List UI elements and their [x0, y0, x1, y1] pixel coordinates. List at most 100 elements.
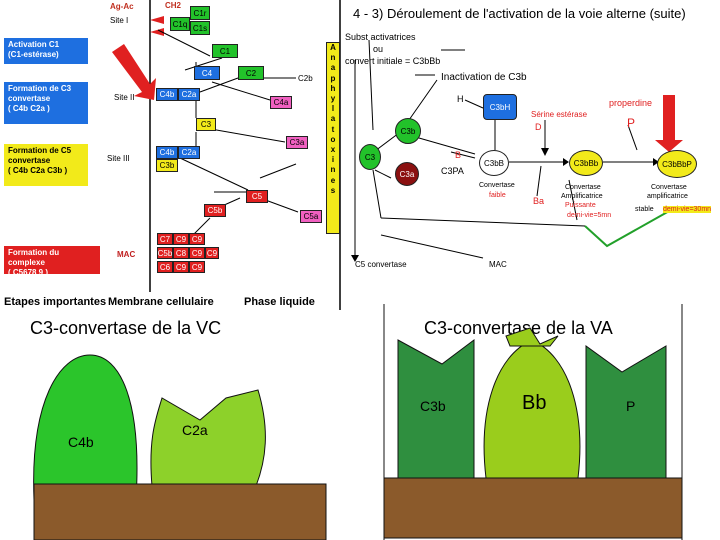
p-label-va: P — [626, 398, 636, 414]
mac-c7: C7 — [157, 233, 173, 245]
mac-c9-1: C9 — [173, 233, 189, 245]
mac-label: MAC — [117, 250, 136, 259]
letter: x — [330, 145, 336, 155]
c5a-box: C5a — [300, 210, 322, 223]
c4-box: C4 — [194, 66, 220, 80]
conv-ampli2: Amplificatrice — [561, 193, 603, 200]
mac-c9-3: C9 — [189, 247, 205, 259]
stage-formation-complexe: Formation du complexe ( C5678 9 ) — [4, 246, 100, 277]
stage-formation-c3-text: Formation de C3 convertase ( C4b C2a ) — [8, 84, 72, 113]
anaphylatoxines-column: A n a p h y l a t o x i n e s — [326, 42, 340, 234]
inactivation-label: Inactivation de C3b — [441, 72, 527, 83]
c2a-box-site3: C2a — [178, 146, 200, 159]
letter: a — [330, 114, 336, 124]
red-arrow-icon — [655, 95, 683, 152]
panel-vc-title: C3-convertase de la VC — [30, 318, 222, 338]
alternative-pathway-arrows — [351, 39, 683, 262]
stable1: Convertase — [651, 184, 687, 191]
c4b-box-site2: C4b — [156, 88, 178, 101]
classical-pathway-diagram: Activation C1 (C1-estérase) Formation de… — [0, 0, 345, 310]
c3pa-label: C3PA — [441, 166, 464, 176]
membrane-rect-va — [383, 477, 683, 539]
c4b-label: C4b — [68, 434, 94, 450]
c2a-box-site2: C2a — [178, 88, 200, 101]
red-arrow-icon — [112, 44, 156, 100]
c2a-label: C2a — [182, 422, 208, 438]
panel-va-title: C3-convertase de la VA — [424, 318, 613, 338]
c2a-shape — [150, 389, 266, 487]
membrane-rect — [33, 483, 327, 540]
c5-convertase-label: C5 convertase — [355, 260, 407, 269]
phase-label: Phase liquide — [244, 296, 315, 308]
c5-box: C5 — [246, 190, 268, 203]
c1-box: C1 — [212, 44, 238, 58]
letter: a — [330, 63, 336, 73]
p-label: P — [627, 116, 636, 130]
stable4: demi-vie=30mn — [663, 206, 712, 213]
conv-ampli3: Puissante — [565, 202, 596, 209]
letter: A — [330, 43, 336, 52]
stage-activation-c1-text: Activation C1 (C1-estérase) — [8, 40, 60, 59]
letter: h — [330, 83, 336, 93]
faible-label: faible — [489, 192, 506, 199]
subst-line1: Subst activatrices — [345, 32, 416, 42]
ch2-label: CH2 — [165, 1, 182, 10]
letter: t — [331, 124, 335, 134]
mac-c5b: C5b — [157, 247, 173, 259]
convertase-faible-label: Convertase — [479, 182, 515, 189]
c1s-box: C1s — [190, 21, 210, 35]
c3-box: C3 — [196, 118, 216, 131]
mac-label-right: MAC — [489, 260, 507, 269]
properdine-label: properdine — [609, 98, 653, 108]
c3-node: C3 — [359, 144, 381, 170]
alt-title: 4 - 3) Déroulement de l'activation de la… — [353, 6, 686, 21]
c1q-box: C1q — [170, 17, 190, 31]
mac-c9-2: C9 — [189, 233, 205, 245]
letter: i — [331, 155, 335, 165]
stage-activation-c1: Activation C1 (C1-estérase) — [4, 38, 88, 64]
c5b-box: C5b — [204, 204, 226, 217]
d-label: D — [535, 122, 542, 132]
letter: n — [330, 165, 336, 175]
stage-formation-c5-convertase: Formation de C5 convertase ( C4b C2a C3b… — [4, 144, 88, 186]
alternative-pathway-diagram: 4 - 3) Déroulement de l'activation de la… — [345, 0, 720, 300]
etapes-label: Etapes importantes — [4, 296, 107, 308]
b-label: B — [455, 150, 462, 160]
c2b-label: C2b — [298, 74, 313, 83]
subst-line3: convert initiale = C3bBb — [345, 56, 441, 66]
panel-va-shapes — [383, 304, 683, 540]
letter: y — [330, 94, 336, 104]
conv-ampli4: demi-vie=5mn — [567, 212, 612, 219]
c3b-node: C3b — [395, 118, 421, 144]
conv-ampli1: Convertase — [565, 184, 601, 191]
ba-label: Ba — [533, 196, 545, 206]
bb-label: Bb — [522, 392, 547, 414]
letter: o — [330, 134, 336, 144]
panel-vc-shapes — [33, 354, 327, 540]
letter: p — [330, 73, 336, 83]
mac-c9-4: C9 — [205, 247, 219, 259]
c3bbb-node: C3bBb — [569, 150, 603, 176]
c2-box: C2 — [238, 66, 264, 80]
site-ii-label: Site II — [114, 93, 135, 102]
stable2: amplificatrice — [647, 193, 688, 200]
c3a-node: C3a — [395, 162, 419, 186]
c3bh-node: C3bH — [483, 94, 517, 120]
stable3: stable — [635, 206, 654, 213]
stage-formation-complexe-text: Formation du complexe ( C5678 9 ) — [8, 248, 60, 277]
mac-c6: C6 — [157, 261, 173, 273]
letter: s — [330, 185, 336, 195]
c3bb-node: C3bB — [479, 150, 509, 176]
panel-vc: C3-convertase de la VC C4b C2a — [30, 310, 330, 540]
site-i-label: Site I — [110, 16, 129, 25]
letter: l — [331, 104, 335, 114]
stage-formation-c3-convertase: Formation de C3 convertase ( C4b C2a ) — [4, 82, 88, 124]
panel-va: C3-convertase de la VA C3b Bb P — [382, 300, 720, 540]
c4b-box-site3: C4b — [156, 146, 178, 159]
stage-formation-c5-text: Formation de C5 convertase ( C4b C2a C3b… — [8, 146, 72, 175]
c3b-box: C3b — [156, 159, 178, 172]
mac-c9-6: C9 — [189, 261, 205, 273]
subst-line2: ou — [373, 44, 384, 54]
c4a-box: C4a — [270, 96, 292, 109]
letter: n — [330, 53, 336, 63]
